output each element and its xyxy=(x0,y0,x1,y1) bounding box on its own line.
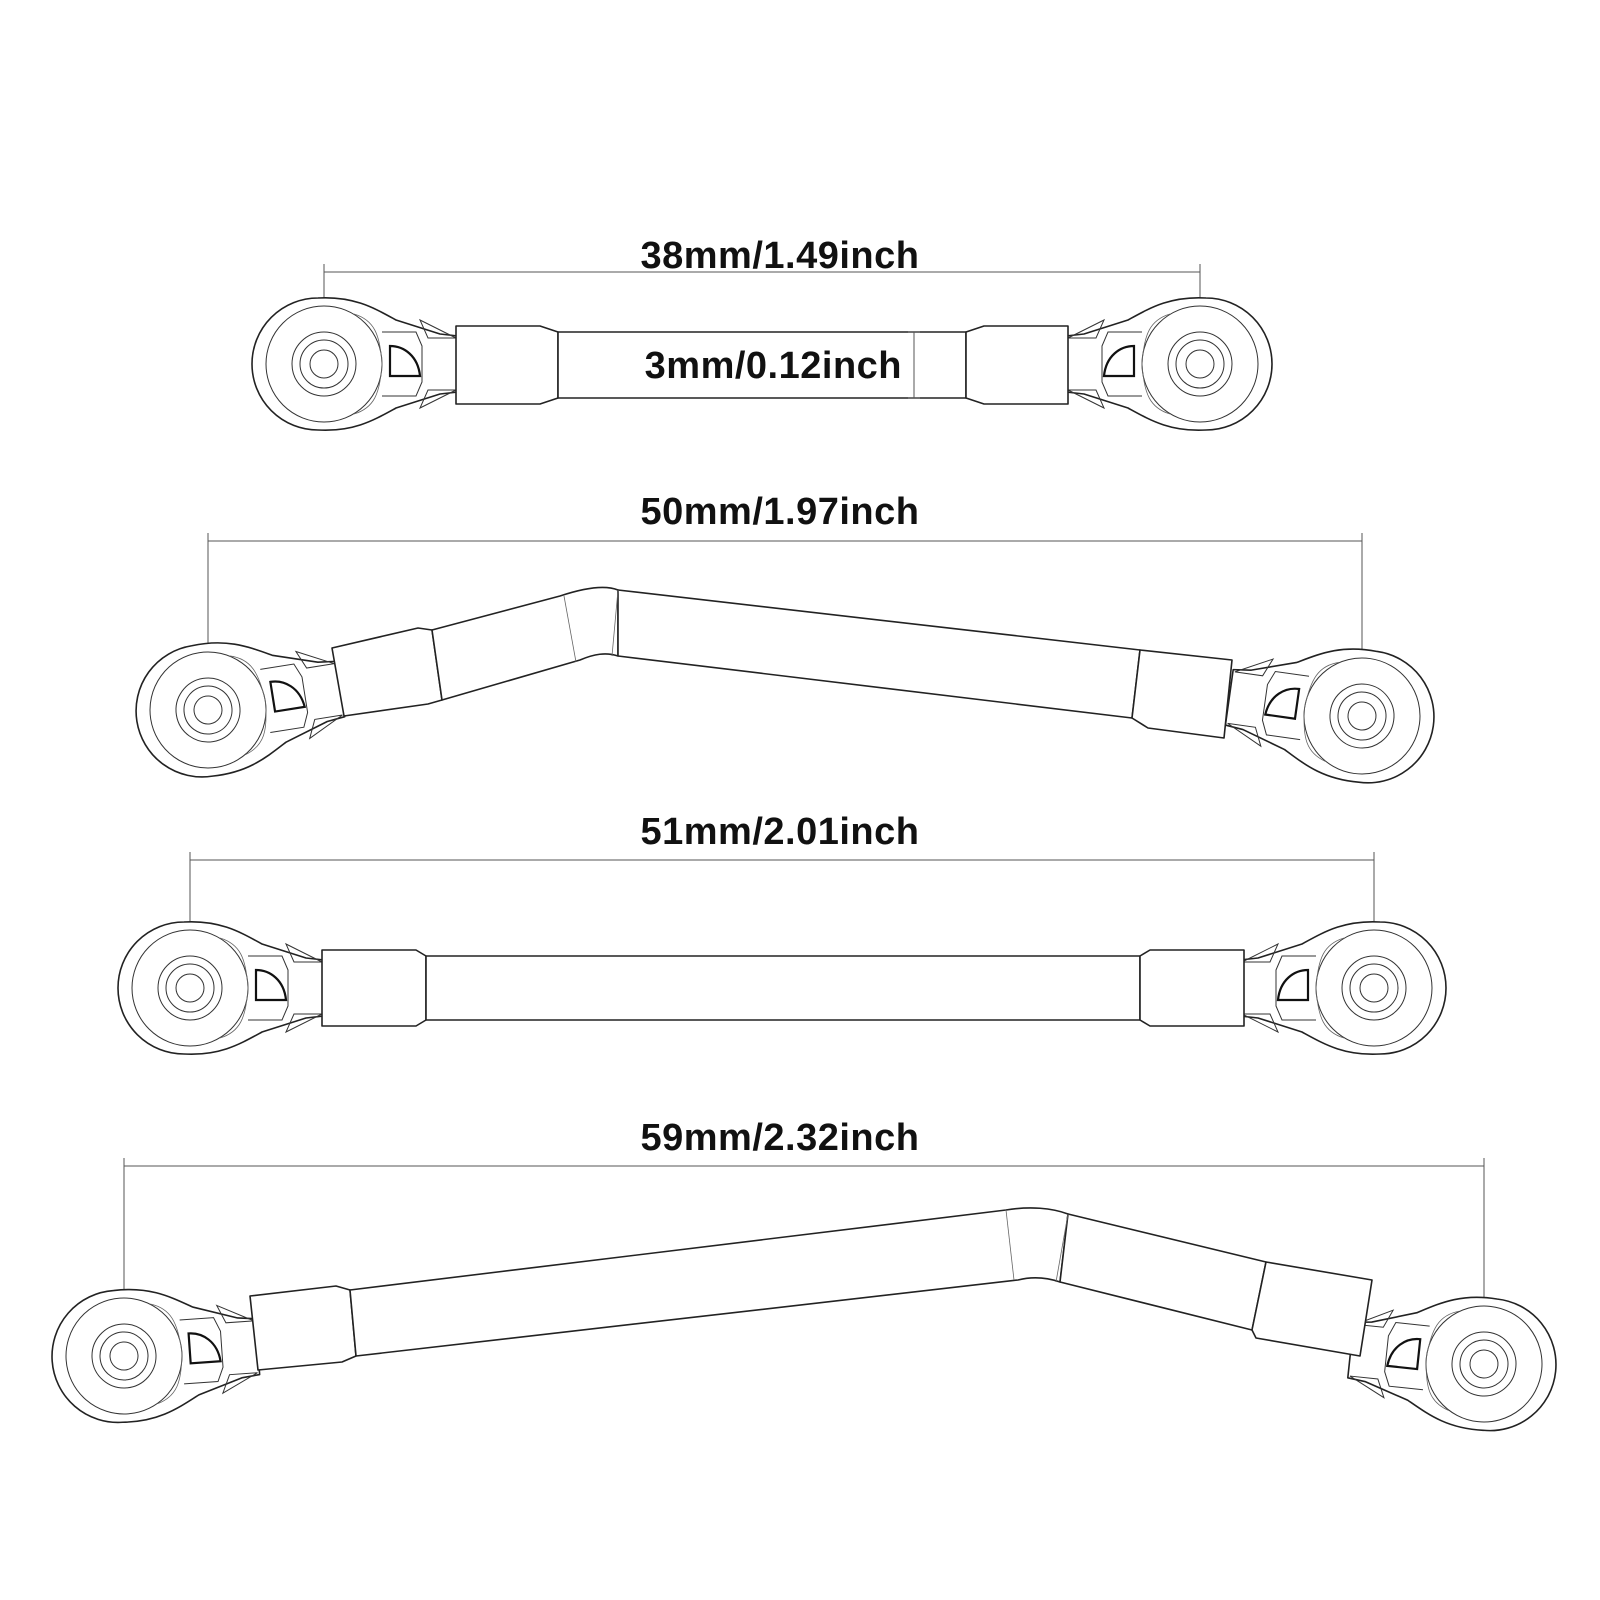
length-label-50mm: 50mm/1.97inch xyxy=(641,491,920,533)
rod-body-59mm xyxy=(249,1207,1373,1371)
link-51mm: 51mm/2.01inch xyxy=(116,811,1448,1056)
link-38mm: 38mm/1.49inch 3mm/0.12inch xyxy=(250,235,1274,432)
rod-end-right-51mm xyxy=(1238,920,1448,1056)
link-59mm: 59mm/2.32inch xyxy=(46,1117,1564,1439)
rod-body-38mm xyxy=(455,325,1069,405)
rod-end-right-50mm xyxy=(1218,630,1444,793)
length-label-59mm: 59mm/2.32inch xyxy=(641,1117,920,1159)
rod-end-left-59mm xyxy=(46,1279,264,1429)
rod-end-left-38mm xyxy=(250,296,460,432)
rod-body-51mm xyxy=(321,949,1245,1027)
rod-body-50mm xyxy=(331,586,1233,739)
rod-end-left-51mm xyxy=(116,920,326,1056)
rod-end-right-59mm xyxy=(1342,1283,1564,1439)
link-50mm: 50mm/1.97inch xyxy=(125,491,1444,793)
length-label-38mm: 38mm/1.49inch xyxy=(641,235,920,277)
diameter-callout: 3mm/0.12inch xyxy=(645,331,920,399)
length-label-51mm: 51mm/2.01inch xyxy=(641,811,920,853)
diameter-label: 3mm/0.12inch xyxy=(645,345,902,387)
rod-end-right-38mm xyxy=(1064,296,1274,432)
rod-end-left-50mm xyxy=(125,622,352,788)
